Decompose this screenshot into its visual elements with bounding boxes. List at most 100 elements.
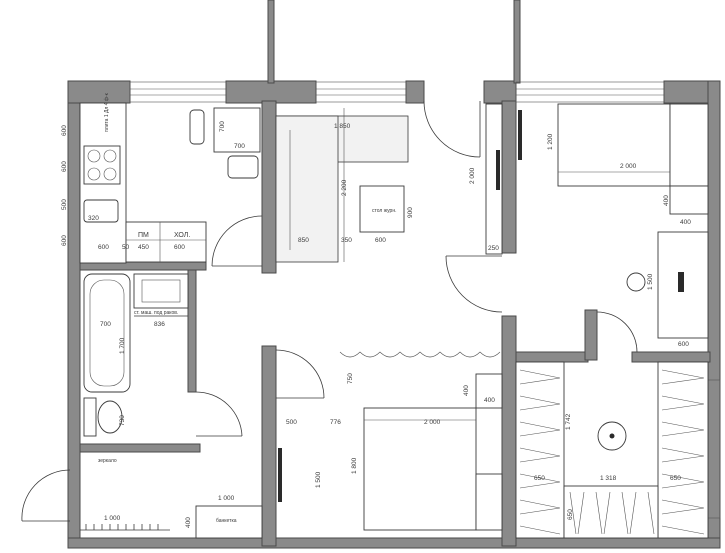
dim-250: 250	[488, 245, 499, 252]
door-kitchen	[211, 215, 263, 267]
dim-600c: 600	[61, 235, 68, 246]
bed-1	[557, 103, 671, 187]
dim-850: 850	[298, 237, 309, 244]
dim-2000-b1: 2 000	[620, 163, 637, 170]
dim-350: 350	[341, 237, 352, 244]
dim-2200: 2 200	[341, 179, 348, 196]
label-fridge: ХОЛ.	[174, 232, 190, 239]
dim-1500-b1: 1 500	[647, 273, 654, 290]
wall-bath-right	[187, 269, 197, 393]
outer-wall-top-pier	[405, 80, 425, 104]
dresser	[475, 473, 503, 531]
nightstand-2	[475, 373, 503, 409]
outer-wall-top-left	[67, 80, 131, 104]
door-bedroom2	[275, 349, 325, 399]
door-balcony	[423, 100, 481, 158]
dim-1000a: 1 000	[104, 515, 121, 522]
dim-650a: 650	[534, 475, 545, 482]
dim-776: 776	[330, 419, 341, 426]
dim-600a: 600	[61, 125, 68, 136]
balcony-wall-right	[513, 0, 521, 84]
monitor-icon	[678, 272, 684, 292]
doors	[21, 100, 638, 522]
toilet-tank	[83, 397, 97, 437]
kitchen-sink	[83, 199, 119, 223]
wall-living-bedroom1	[501, 100, 517, 254]
dim-730: 730	[119, 415, 126, 426]
outer-wall-top-mid	[225, 80, 317, 104]
hangers-bottom	[569, 491, 655, 535]
coffee-table	[359, 185, 405, 233]
label-dishwasher: ПМ	[138, 232, 149, 239]
toilet	[97, 400, 123, 434]
label-stove: плита 1 Дл 4 ф-к	[104, 92, 110, 132]
wall-bath-bottom	[79, 443, 201, 453]
dim-650b: 650	[670, 475, 681, 482]
hangers-right	[661, 369, 705, 535]
dim-700b: 700	[234, 143, 245, 150]
dim-400: 400	[185, 517, 192, 528]
wall-hall-bedroom2	[261, 345, 277, 547]
dim-1000b: 1 000	[218, 495, 235, 502]
bed-2	[363, 407, 477, 531]
stove	[83, 145, 121, 185]
chair-left	[189, 109, 205, 145]
wall-bedroom2-dressing	[501, 315, 517, 547]
window-bedroom1	[515, 81, 665, 103]
label-coffee-table: стол журн.	[372, 208, 397, 214]
dim-2000-b2: 2 000	[424, 419, 441, 426]
living-room: стол журн. 1 850 2 200 850 350 600 900 2…	[275, 103, 503, 263]
outer-wall-top-right-a	[483, 80, 517, 104]
dim-1700: 1 700	[119, 337, 126, 354]
dim-700a: 700	[219, 121, 226, 132]
bedroom-1: 1 200 2 000 400 400 1 500 600	[518, 103, 709, 348]
dim-900: 900	[407, 207, 414, 218]
outer-wall-right	[707, 80, 721, 549]
door-bathroom	[195, 391, 243, 437]
dim-600e: 600	[174, 244, 185, 251]
wall-dressing-top-b	[631, 351, 711, 363]
coat-hooks	[85, 524, 159, 530]
dim-400b-b2: 400	[484, 397, 495, 404]
dim-500: 500	[61, 199, 68, 210]
wall-kitchen-living	[261, 100, 277, 274]
dim-1318: 1 318	[600, 475, 617, 482]
dim-400b: 400	[680, 219, 691, 226]
dim-1500-b2: 1 500	[315, 471, 322, 488]
dim-450: 450	[138, 244, 149, 251]
window-living	[315, 81, 407, 103]
dim-1800: 1 800	[351, 457, 358, 474]
dim-320: 320	[88, 215, 99, 222]
dim-1200: 1 200	[547, 133, 554, 150]
door-bedroom1	[445, 255, 503, 313]
tv-icon	[496, 150, 500, 190]
bench	[195, 505, 263, 539]
dim-1742: 1 742	[565, 413, 572, 430]
nightstand	[669, 103, 709, 187]
shelf	[669, 185, 709, 215]
dim-400a: 400	[663, 195, 670, 206]
wardrobe-bottom	[563, 485, 659, 539]
bathtub	[83, 273, 131, 393]
wardrobe-right	[657, 361, 709, 539]
dim-600d: 600	[98, 244, 109, 251]
windows	[129, 81, 721, 519]
label-mirror: зеркало	[98, 458, 117, 464]
balcony-wall-left	[267, 0, 275, 84]
dim-600-b1: 600	[678, 341, 689, 348]
dim-50: 50	[122, 244, 130, 251]
dining-table	[213, 107, 261, 153]
dim-600b: 600	[61, 161, 68, 172]
dim-1850: 1 850	[334, 123, 351, 130]
hall: 1 000 банкетка 1 000 400	[80, 495, 263, 539]
door-dressing	[596, 311, 638, 353]
sofa-side	[275, 115, 339, 263]
outer-wall-left	[67, 80, 81, 549]
tv-icon-bedroom1	[518, 110, 522, 160]
door-entrance	[21, 469, 71, 522]
hangers-left	[519, 369, 561, 535]
dim-400a-b2: 400	[463, 385, 470, 396]
window-kitchen	[129, 81, 227, 103]
bathroom: ст. маш. под раков. 700 1 700 836 730 зе…	[83, 273, 189, 464]
